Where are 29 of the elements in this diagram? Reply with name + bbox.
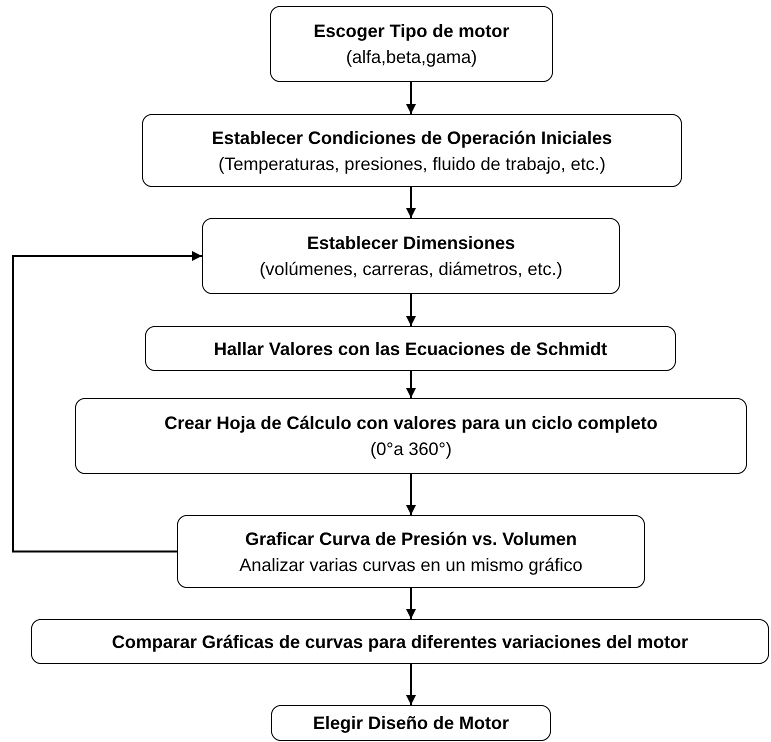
step-detail: (alfa,beta,gama): [346, 46, 478, 69]
arrow: [406, 474, 416, 515]
step-detail: (Temperaturas, presiones, fluido de trabajo, etc.): [218, 152, 606, 176]
arrow: [406, 82, 416, 114]
process-box: [270, 6, 553, 82]
step-title: Elegir Diseño de Motor: [312, 712, 510, 735]
arrow: [406, 371, 416, 398]
step-title: Escoger Tipo de motor: [314, 20, 510, 43]
process-box: [142, 114, 682, 187]
step-title: Establecer Condiciones de Operación Iniciales: [212, 126, 612, 150]
step-detail: (0°a 360°): [370, 438, 452, 461]
process-box: [75, 398, 747, 474]
step-title: Graficar Curva de Presión vs. Volumen: [245, 528, 577, 550]
step-title: Hallar Valores con las Ecuaciones de Schmidt: [214, 338, 608, 360]
step-detail: Analizar varias curvas en un mismo gráfico: [239, 554, 583, 577]
arrow: [406, 187, 416, 218]
process-box: [271, 705, 551, 741]
arrow: [12, 251, 202, 552]
arrow: [406, 588, 416, 619]
process-box: [31, 619, 769, 664]
arrow: [406, 664, 416, 705]
process-box: [145, 326, 676, 371]
step-detail: (volúmenes, carreras, diámetros, etc.): [259, 258, 563, 281]
process-box: [177, 515, 645, 588]
step-title: Establecer Dimensiones: [306, 232, 516, 255]
process-box: [202, 218, 620, 294]
arrow: [406, 294, 416, 326]
step-title: Comparar Gráficas de curvas para diferentes variaciones del motor: [112, 630, 688, 654]
step-title: Crear Hoja de Cálculo con valores para un ciclo completo: [164, 412, 658, 435]
